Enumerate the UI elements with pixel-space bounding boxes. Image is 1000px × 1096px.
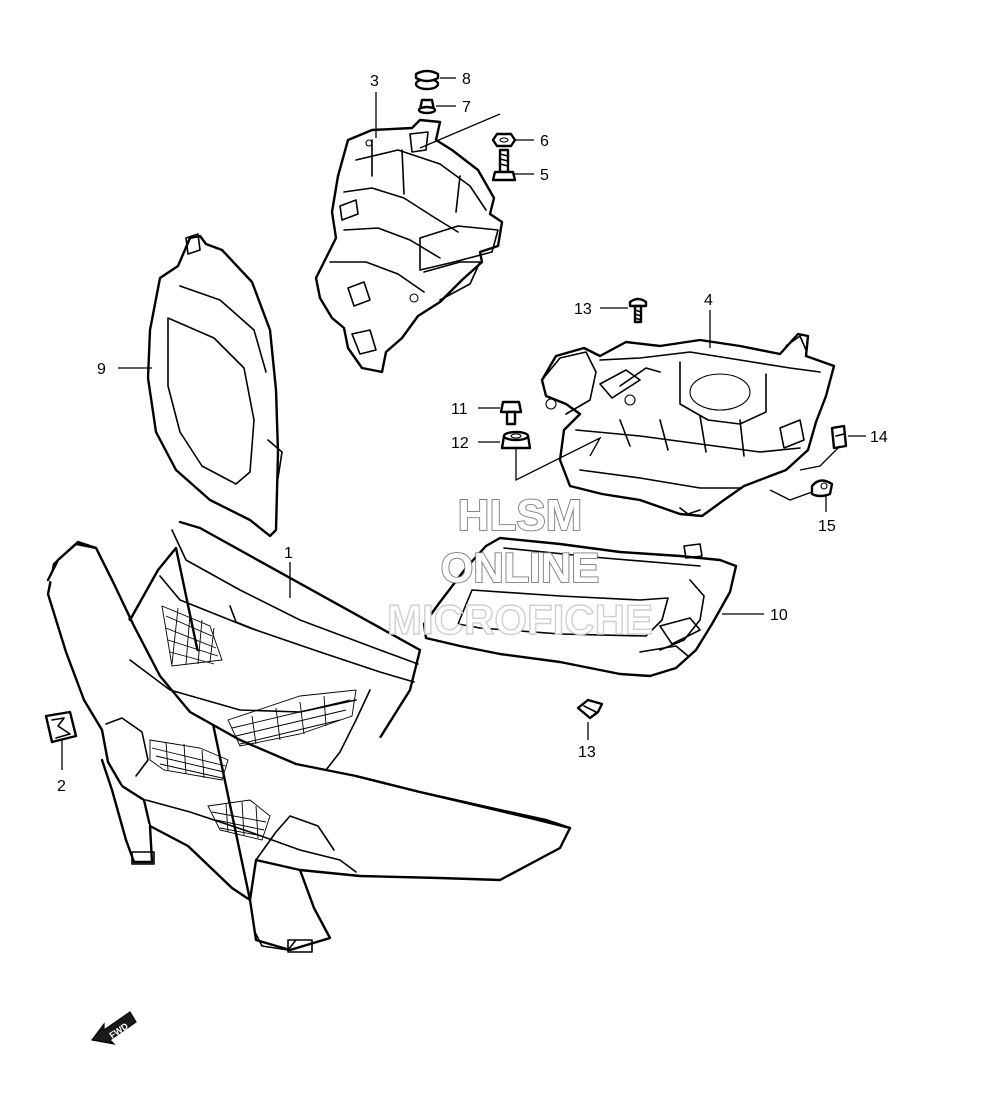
part-14-clip-nut [830, 424, 848, 450]
callout-15: 15 [818, 518, 836, 535]
part-8-grommet [414, 69, 440, 91]
watermark: HLSM ONLINE MICROFICHE [386, 490, 653, 644]
callout-13-bottom: 13 [578, 744, 596, 761]
part-15-push-rivet [810, 479, 834, 498]
part-2-emblem [44, 710, 78, 744]
callout-13-top: 13 [574, 301, 592, 318]
part-1-front-fender [46, 520, 572, 953]
part-7-collar [417, 98, 437, 115]
callout-7: 7 [462, 99, 471, 116]
part-9-left-headlight-bezel [146, 233, 283, 538]
callout-3: 3 [370, 73, 379, 90]
part-4-under-cover [540, 332, 836, 518]
callout-5: 5 [540, 167, 549, 184]
watermark-line-2: ONLINE [441, 544, 600, 591]
part-11-bolt [499, 400, 523, 426]
fwd-arrow-icon: FWD [90, 1011, 137, 1045]
callout-6: 6 [540, 133, 549, 150]
callout-12: 12 [451, 435, 469, 452]
part-13-screw-bottom [576, 698, 604, 720]
part-13-screw-top [628, 297, 648, 324]
part-10-right-headlight-bezel [422, 536, 738, 678]
part-5-bolt [491, 148, 517, 182]
callout-2: 2 [57, 778, 66, 795]
watermark-line-3: MICROFICHE [387, 596, 653, 643]
callout-labels: 1 2 3 4 5 6 7 8 9 10 11 12 13 13 14 15 [57, 71, 888, 795]
callout-11: 11 [451, 401, 468, 418]
callout-9: 9 [97, 361, 106, 378]
callout-8: 8 [462, 71, 471, 88]
watermark-line-1: HLSM [458, 491, 583, 540]
leader-lines [61, 77, 866, 770]
part-3-headlight-housing [314, 118, 504, 374]
callout-10: 10 [770, 607, 788, 624]
part-6-nut [491, 132, 517, 148]
callout-14: 14 [870, 429, 888, 446]
callout-1: 1 [284, 545, 293, 562]
part-12-grommet [500, 430, 532, 450]
callout-4: 4 [704, 292, 713, 309]
